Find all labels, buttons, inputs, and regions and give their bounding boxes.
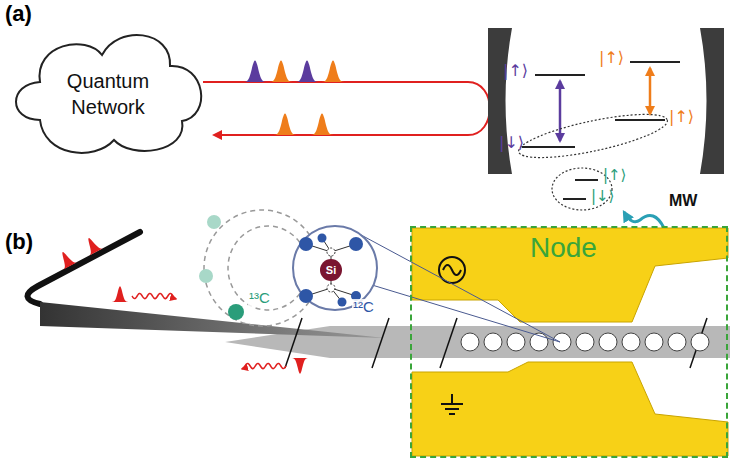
photon-pulse <box>311 113 333 135</box>
state-label: |↑⟩ <box>502 62 529 80</box>
photon-pulse <box>322 60 344 82</box>
energy-levels <box>522 62 680 199</box>
state-label: |↑⟩ <box>602 167 627 184</box>
hole <box>507 333 525 351</box>
node-text: Si <box>326 263 336 277</box>
electrode <box>412 228 728 322</box>
cavity-mirror <box>488 28 512 174</box>
inset-leader <box>372 285 560 342</box>
hole <box>668 333 686 351</box>
bent-fiber <box>27 232 140 304</box>
red-pulse <box>56 248 77 269</box>
lattice-atoms <box>299 234 363 307</box>
carbon-13 <box>228 304 244 320</box>
hole <box>553 333 571 351</box>
state-label: |↓⟩ <box>590 188 615 205</box>
network-cloud-node: Quantum Network <box>50 68 166 120</box>
hole <box>599 333 617 351</box>
isotope-label: ¹²C <box>352 299 375 316</box>
inset-leader <box>350 229 560 342</box>
photon-pulse <box>270 60 292 82</box>
hole <box>484 333 502 351</box>
hole <box>645 333 663 351</box>
cut-lines <box>285 318 707 368</box>
hole <box>576 333 594 351</box>
emission-wave <box>242 363 286 368</box>
panel-label: (a) <box>4 2 33 26</box>
inset-circle <box>293 226 377 310</box>
cavity-mirror <box>700 28 724 174</box>
hole <box>622 333 640 351</box>
red-photons <box>56 234 308 373</box>
red-pulse <box>292 358 308 374</box>
state-label: |↓⟩ <box>498 134 525 152</box>
photon-pulse <box>244 60 266 82</box>
ground-symbol <box>441 394 463 414</box>
network-cloud <box>16 35 201 153</box>
photon-pulses <box>244 60 344 135</box>
node-box: Node <box>410 226 728 458</box>
emission-wave <box>132 293 176 298</box>
state-label: |↑⟩ <box>668 108 695 126</box>
hole <box>691 333 709 351</box>
photon-loop <box>203 82 490 135</box>
isotope-label: ¹³C <box>248 290 271 307</box>
microwave-label: MW <box>668 192 698 210</box>
panel-label: (b) <box>4 230 34 254</box>
carbon-13 <box>207 215 221 229</box>
photon-pulse <box>274 113 296 135</box>
photon-pulse <box>296 60 318 82</box>
state-label: |↑⟩ <box>598 49 625 67</box>
red-pulse <box>112 286 128 302</box>
dotted-coupling <box>516 106 671 210</box>
hole <box>461 333 479 351</box>
photonic-crystal-holes <box>461 333 709 351</box>
node-text: Quantum Network <box>50 68 166 120</box>
carbon-13 <box>199 269 213 283</box>
red-pulse <box>82 234 103 255</box>
node-text: Node <box>530 230 726 266</box>
electrode <box>412 362 728 456</box>
silicon-atom: Si <box>320 259 342 281</box>
